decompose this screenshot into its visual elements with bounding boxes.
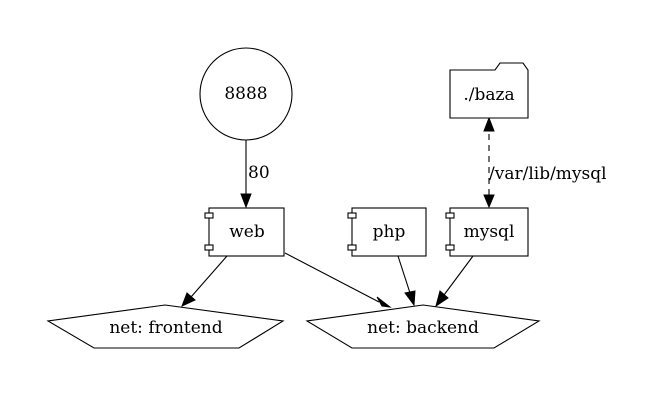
node-service-php: php [347,207,427,257]
circle-icon [199,47,293,141]
component-port-icon [445,212,455,219]
edge-mysql-to-backend [435,255,474,308]
edge-php-to-backend [397,255,416,307]
node-label: net: frontend [109,318,222,338]
edge-label-port-80: 80 [248,163,270,183]
node-label: mysql [464,222,515,242]
edge-mysql-to-baza [483,116,495,209]
node-volume-baza: ./baza [449,62,529,119]
pentagon-icon [305,304,541,349]
node-label: net: backend [367,318,479,338]
edge-web-to-frontend [181,255,228,307]
component-port-icon [445,244,455,251]
edge-8888-to-web [240,140,252,209]
edge-web-to-backend [284,252,392,308]
node-net-backend: net: backend [305,304,541,349]
node-label: web [229,222,265,242]
pentagon-icon [46,304,285,349]
node-net-frontend: net: frontend [46,304,285,349]
node-service-mysql: mysql [445,207,529,257]
edge-label-mount-path: /var/lib/mysql [489,164,607,184]
node-label: php [373,222,406,242]
component-port-icon [204,244,214,251]
node-label: 8888 [224,84,267,104]
component-port-icon [347,212,357,219]
component-port-icon [347,244,357,251]
folder-icon [449,62,529,119]
node-port-8888: 8888 [199,47,293,141]
node-label: ./baza [463,85,514,105]
component-port-icon [204,212,214,219]
node-service-web: web [204,207,285,257]
